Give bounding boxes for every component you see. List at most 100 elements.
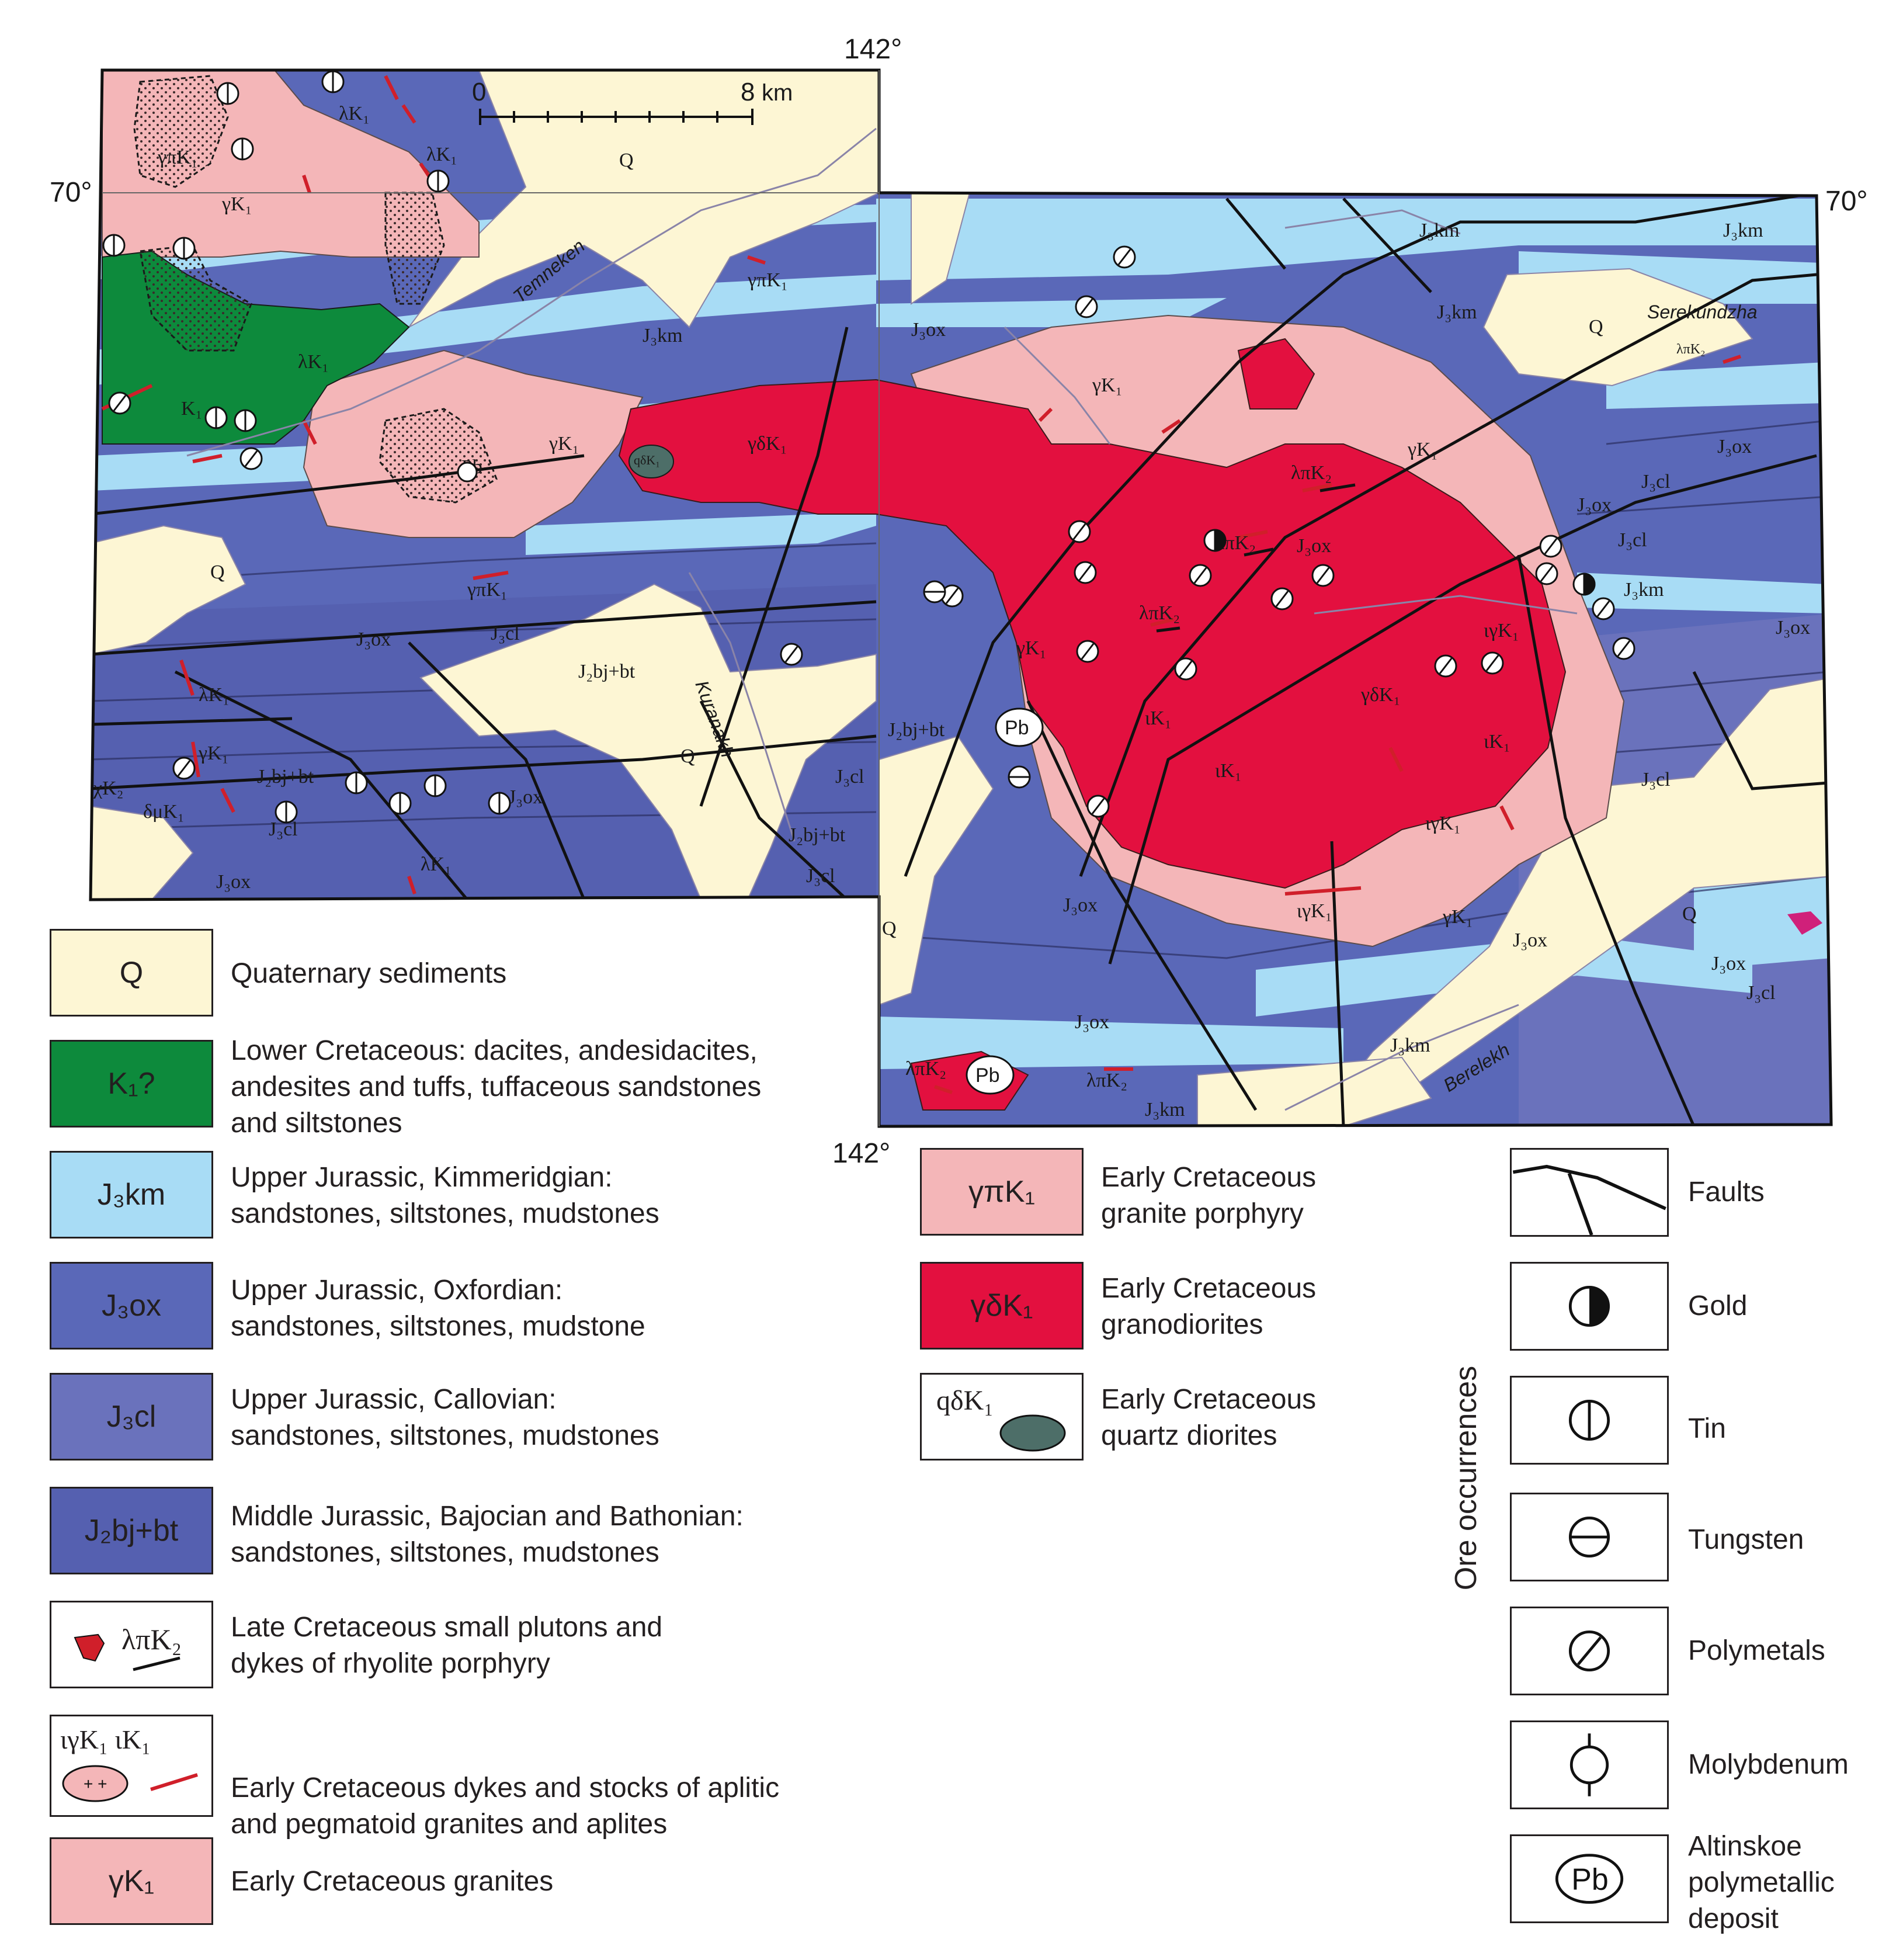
- legend-k1-text: Lower Cretaceous: dacites, andesidacites…: [231, 1035, 762, 1139]
- label-j3ox-sw: J₃ox: [508, 786, 543, 808]
- label-j3cl-e2: J₃cl: [1641, 769, 1671, 790]
- label-lk-green: λK₁: [298, 351, 329, 373]
- label-igk-3: ιγK₁: [1297, 900, 1332, 922]
- label-j3ox-ne: J₃ox: [1717, 436, 1752, 457]
- label-j3km-se: J₃km: [1390, 1035, 1430, 1056]
- legend-j3ox-swatch: J₃ox: [50, 1262, 213, 1350]
- legend-gpk-swatch: γπK₁: [920, 1148, 1084, 1236]
- svg-text:Pb: Pb: [1571, 1862, 1608, 1896]
- label-gk-ne: γK₁: [1407, 439, 1437, 460]
- legend-tin-box: [1510, 1376, 1669, 1465]
- label-j3ox-east: J₃ox: [1711, 953, 1746, 974]
- legend-qdk-icon: qδK₁: [936, 1385, 1066, 1452]
- label-q-south: Q: [882, 918, 897, 939]
- scale-unit: km: [762, 80, 793, 106]
- label-j3cl-ne2: J₃cl: [1618, 529, 1647, 551]
- label-igk-2: ιγK₁: [1484, 620, 1519, 641]
- label-ik-1: ιK₁: [1145, 707, 1172, 729]
- map-body: Q γπK₁ λK₁ λK₁ γK₁ λK₁ K₁ J₃km γK₁ γδK₁ …: [91, 70, 1831, 1126]
- label-j3ox-south: J₃ox: [1075, 1011, 1109, 1033]
- label-ik-2: ιK₁: [1215, 760, 1242, 782]
- label-lk-bottom: λK₁: [421, 854, 452, 875]
- tin-icon: [1568, 1399, 1610, 1441]
- ore-points: [102, 70, 1635, 1095]
- legend-gpk-text: Early Cretaceous granite porphyry: [1101, 1162, 1317, 1229]
- magenta-body: [1787, 911, 1822, 935]
- legend-igk-text: Early Cretaceous dykes and stocks of apl…: [231, 1772, 780, 1840]
- legend-lpk2-icon: λπK₂: [74, 1623, 182, 1671]
- label-j3km-s: J₃km: [1145, 1099, 1185, 1121]
- lon-top: 142°: [844, 34, 902, 65]
- label-gk-west: γK₁: [548, 433, 579, 455]
- label-j2bjbt-2: J₂bj+bt: [257, 766, 314, 788]
- lat-left: 70°: [50, 177, 92, 208]
- scale-end: 8: [741, 78, 755, 106]
- label-gdk-center: γδK₁: [1360, 684, 1400, 706]
- gold-points: [1203, 529, 1596, 596]
- label-j2bjbt-east: J₂bj+bt: [888, 719, 945, 741]
- legend-faults-box: [1510, 1148, 1669, 1237]
- label-lk-north: λK₁: [339, 103, 370, 124]
- legend-q-swatch: Q: [50, 929, 213, 1017]
- polymetal-points: [108, 245, 1635, 818]
- legend-tungsten-box: [1510, 1493, 1669, 1581]
- tin-points: [102, 70, 511, 824]
- molybdenum-icon: [1569, 1733, 1609, 1796]
- label-j3cl-ne: J₃cl: [1641, 471, 1671, 492]
- legend-molybdenum-box: [1510, 1720, 1669, 1809]
- label-dmk: δμK₁: [143, 801, 185, 823]
- legend-k1-swatch: K₁?: [50, 1040, 213, 1128]
- ore-occurrences-title: Ore occurrences: [1449, 1365, 1483, 1591]
- label-gk-south: γK₁: [1442, 906, 1473, 928]
- unit-labels: Q γπK₁ λK₁ λK₁ γK₁ λK₁ K₁ J₃km γK₁ γδK₁ …: [93, 103, 1810, 1121]
- legend-deposit-box: Pb: [1510, 1834, 1669, 1923]
- label-q-serek: Q: [1589, 316, 1603, 338]
- legend-qdk-swatch: qδK₁: [920, 1373, 1084, 1461]
- molybdenum-points: [457, 462, 478, 483]
- label-j3km-ne: J₃km: [1624, 579, 1664, 601]
- legend-molybdenum-text: Molybdenum: [1688, 1749, 1849, 1780]
- rivers-lines: [186, 127, 1578, 1111]
- legend-j2bjbt-text: Middle Jurassic, Bajocian and Bathonian:…: [231, 1501, 744, 1568]
- label-j3ox-bottom: J₃ox: [216, 871, 251, 893]
- label-j3km-west: J₃km: [643, 325, 683, 346]
- gold-icon: [1568, 1285, 1610, 1327]
- label-gpk-n: γπK₁: [747, 269, 788, 291]
- label-j3km-n: J₃km: [1419, 220, 1460, 241]
- label-j2bjbt-1: J₂bj+bt: [578, 661, 636, 682]
- tungsten-points: [923, 580, 1031, 789]
- legend-gdk-text: Early Cretaceous granodiorites: [1101, 1273, 1317, 1340]
- label-lpk2-3: λπK₂: [1139, 602, 1180, 624]
- label-qdk: qδK₁: [634, 453, 660, 467]
- deposit-points: [966, 707, 1044, 1095]
- label-j3ox-ne2: J₃ox: [1577, 494, 1612, 516]
- label-j3ox-s-center: J₃ox: [1063, 894, 1098, 916]
- svg-text:λπK₂: λπK₂: [121, 1623, 182, 1656]
- river-serekundzha: Serekundzha: [1647, 301, 1758, 322]
- scale-start: 0: [472, 78, 486, 106]
- legend-tungsten-text: Tungsten: [1688, 1524, 1804, 1555]
- label-chik-west: γK₁: [198, 743, 228, 764]
- legend-faults-text: Faults: [1688, 1177, 1765, 1208]
- label-gpk-mid: γπK₁: [467, 579, 508, 601]
- faults-icon: [1512, 1164, 1666, 1236]
- legend-tin-text: Tin: [1688, 1413, 1726, 1444]
- label-j3cl-west: J₃cl: [491, 623, 520, 644]
- legend-igk-icon: ιγK₁ ιK₁ + +: [60, 1725, 198, 1802]
- label-j3km-ne3: J₃km: [1723, 220, 1763, 241]
- legend-j3cl-text: Upper Jurassic, Callovian: sandstones, s…: [231, 1384, 659, 1451]
- label-j3ox-inner: J₃ox: [1297, 535, 1331, 557]
- label-q-north: Q: [619, 150, 634, 171]
- legend-gk-swatch: γK₁: [50, 1837, 213, 1925]
- svg-text:ιγK₁ ιK₁: ιγK₁ ιK₁: [60, 1725, 151, 1754]
- label-lpk2-south: λπK₂: [1086, 1070, 1127, 1091]
- label-j2bjbt-3: J₂bj+bt: [789, 824, 846, 846]
- label-gk-center: γK₁: [1092, 374, 1122, 396]
- legend-gold-box: [1510, 1262, 1669, 1351]
- legend-j3km-text: Upper Jurassic, Kimmeridgian: sandstones…: [231, 1162, 659, 1229]
- legend-gk-text: Early Cretaceous granites: [231, 1866, 554, 1897]
- label-j3ox-center: J₃ox: [911, 319, 946, 341]
- label-q-kuranakh: Q: [680, 745, 695, 767]
- label-gk-nw: γK₁: [221, 193, 252, 215]
- label-lpk2-ne: λπK₂: [1676, 342, 1705, 357]
